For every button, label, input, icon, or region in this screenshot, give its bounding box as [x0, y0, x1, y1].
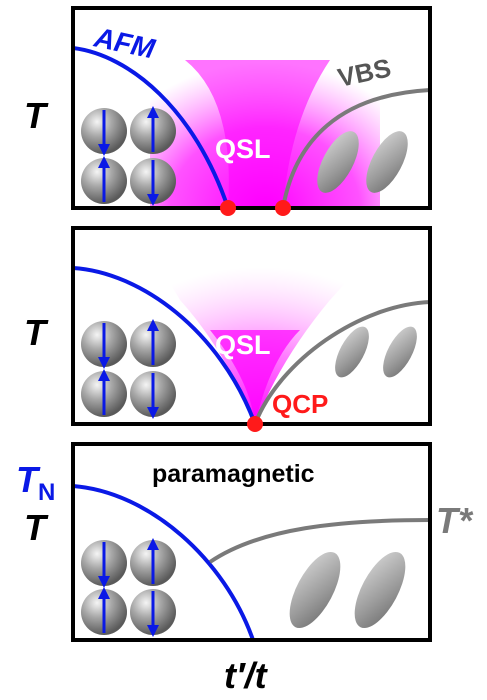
qsl-label: QSL [215, 330, 271, 360]
paramagnetic-label: paramagnetic [152, 460, 315, 488]
vbs-phase-boundary [281, 88, 430, 208]
afm-phase-boundary [73, 266, 257, 424]
panel-frame [71, 442, 432, 642]
vbs-dimer-ellipse [366, 131, 408, 193]
panel-frame [71, 6, 432, 210]
critical-point-dot [220, 200, 236, 216]
critical-point-dot [275, 200, 291, 216]
vbs-phase-boundary [253, 300, 430, 424]
vbs-dimer-ellipse [383, 326, 417, 378]
afm-label: AFM [91, 21, 158, 64]
panel-paramagnetic: paramagnetic T TN T* [16, 442, 474, 642]
neel-temperature-subscript: N [38, 479, 55, 506]
quantum-critical-point-dot [247, 416, 263, 432]
afm-spin-lattice [81, 106, 176, 206]
crossover-temperature-label: T* [436, 500, 474, 541]
neel-temperature-symbol: T [16, 459, 41, 500]
y-axis-label-temperature: T [24, 507, 49, 548]
y-axis-label-temperature: T [24, 95, 49, 136]
dimer-ellipse [354, 551, 406, 629]
qcp-label: QCP [272, 389, 328, 419]
qsl-region-core [185, 60, 330, 208]
afm-phase-boundary [73, 46, 230, 208]
afm-spin-lattice [81, 319, 176, 419]
afm-spin-lattice [81, 538, 176, 637]
y-axis-label-temperature: T [24, 312, 49, 353]
dimer-ellipse [289, 551, 341, 629]
vbs-dimer-ellipse [335, 326, 369, 378]
panel-afm-qsl-vbs: AFM VBS QSL T [24, 6, 432, 216]
neel-temperature-label: TN [16, 459, 55, 506]
qsl-region [140, 228, 380, 424]
vbs-dimer-ellipse [317, 131, 359, 193]
panel-qsl-qcp: QSL QCP T [24, 226, 432, 432]
x-axis-label: t′/t [224, 655, 269, 696]
neel-temperature-boundary [73, 484, 255, 640]
crossover-temperature-line [208, 518, 430, 564]
qsl-label: QSL [215, 134, 271, 164]
qsl-region-core [210, 330, 300, 424]
